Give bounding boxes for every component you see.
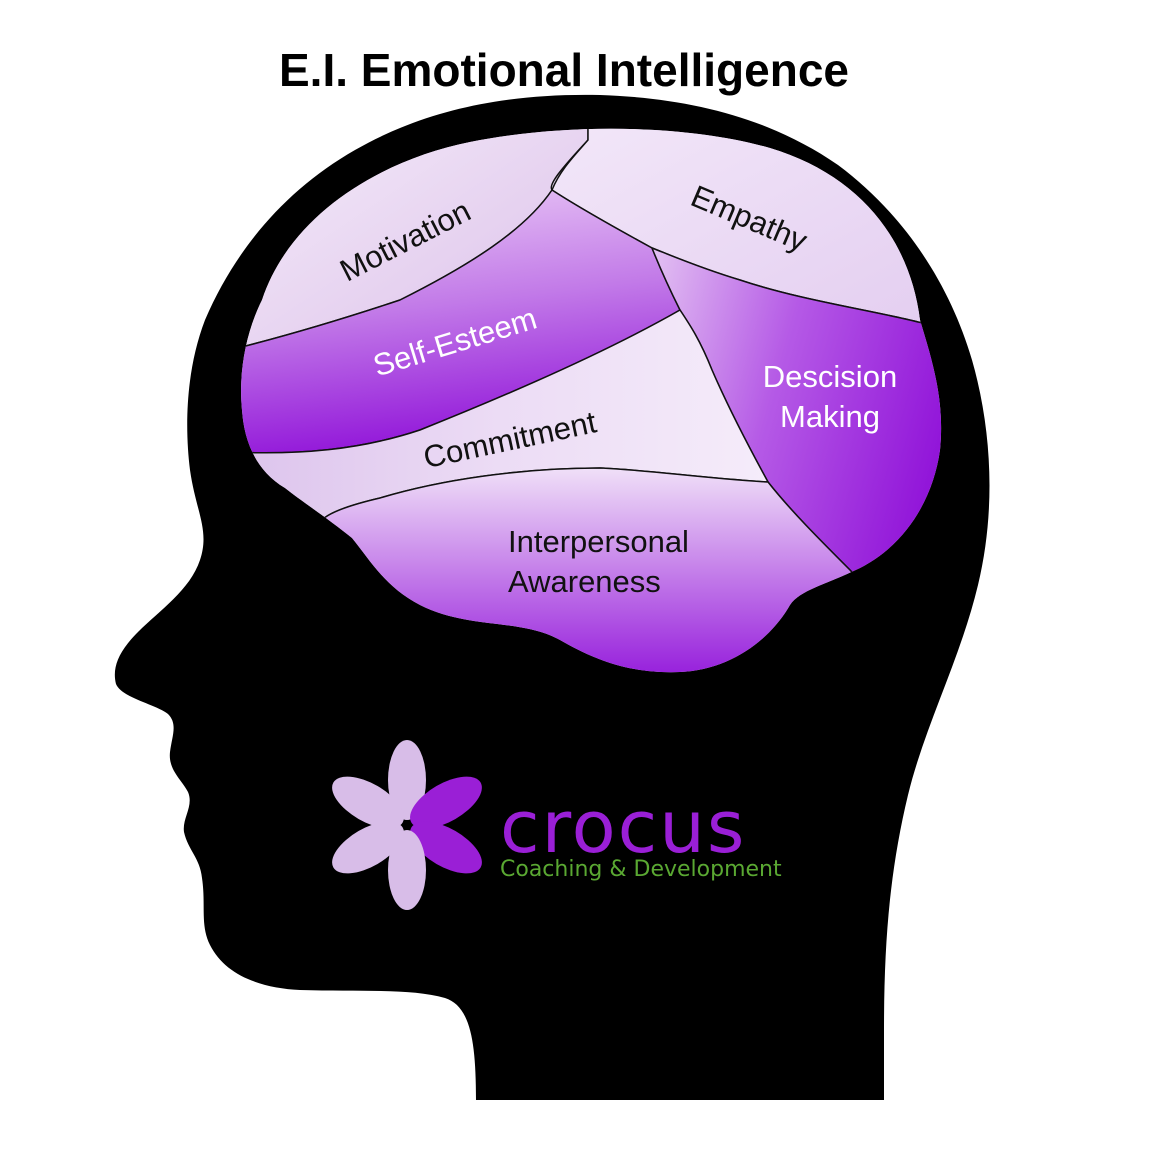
petal-upper-left [332, 776, 404, 829]
page-title: E.I. Emotional Intelligence [279, 44, 849, 96]
crocus-flower-logo-icon [332, 740, 482, 910]
petal-upper-right [410, 776, 482, 829]
label-interpersonal-line1: Interpersonal [508, 524, 689, 559]
label-decision-line2: Making [780, 399, 880, 434]
petal-top [388, 740, 426, 820]
petal-lower-left [332, 821, 404, 874]
label-decision-line1: Descision [763, 359, 897, 394]
petal-lower-right [410, 821, 482, 874]
petal-bottom [388, 830, 426, 910]
label-interpersonal-line2: Awareness [508, 564, 661, 599]
logo-wordmark: crocus [500, 785, 746, 869]
logo-tagline: Coaching & Development [500, 857, 782, 882]
